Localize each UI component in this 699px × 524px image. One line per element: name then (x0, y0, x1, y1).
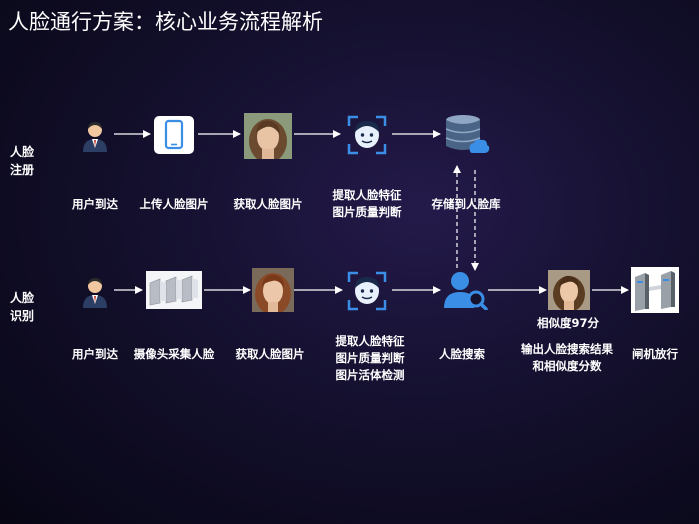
result-face-photo (548, 270, 590, 312)
caption-reg-get-photo: 获取人脸图片 (233, 197, 303, 211)
row-label-register-line2: 注册 (10, 163, 35, 177)
caption-reg-store: 存储到人脸库 (431, 197, 501, 211)
caption-rec-similarity: 相似度97分 (536, 316, 600, 330)
row-label-recognize-line2: 识别 (10, 309, 35, 323)
caption-reg-user-arrive: 用户到达 (72, 197, 118, 211)
caption-reg-extract-line1: 提取人脸特征 (332, 188, 402, 202)
row-label-recognize: 人脸 识别 (10, 289, 50, 325)
caption-reg-extract-line2: 图片质量判断 (332, 205, 402, 219)
caption-rec-gate: 闸机放行 (632, 347, 678, 361)
page-title: 人脸通行方案：核心业务流程解析 (8, 10, 323, 34)
caption-rec-extract-line2: 图片质量判断 (335, 351, 405, 365)
user-icon-recognize (80, 274, 110, 308)
database-cloud-icon (444, 113, 490, 157)
person-search-icon (444, 270, 488, 311)
row-label-recognize-line1: 人脸 (10, 291, 35, 305)
gate-icon (631, 267, 679, 313)
caption-rec-extract-line3: 图片活体检测 (335, 368, 405, 382)
caption-rec-user-arrive: 用户到达 (72, 347, 118, 361)
face-photo (244, 113, 292, 163)
caption-rec-extract-line1: 提取人脸特征 (335, 334, 405, 348)
face-scan-icon (347, 115, 387, 155)
caption-rec-extract: 提取人脸特征 图片质量判断 图片活体检测 (336, 333, 405, 384)
tablet-icon (153, 115, 195, 155)
caption-rec-camera-capture: 摄像头采集人脸 (133, 347, 215, 361)
caption-rec-output-line1: 输出人脸搜索结果 (521, 342, 613, 356)
caption-reg-extract: 提取人脸特征 图片质量判断 (333, 187, 402, 221)
caption-rec-output: 输出人脸搜索结果 和相似度分数 (521, 341, 613, 375)
caption-rec-output-line2: 和相似度分数 (532, 359, 602, 373)
caption-reg-upload-photo: 上传人脸图片 (139, 197, 209, 211)
face-scan-icon-recognize (347, 271, 387, 311)
row-label-register-line1: 人脸 (10, 145, 35, 159)
row-label-register: 人脸 注册 (10, 143, 50, 179)
face-photo-recognize (252, 268, 294, 315)
caption-rec-search: 人脸搜索 (439, 347, 485, 361)
turnstile-gate-photo (146, 271, 202, 309)
user-icon (80, 118, 110, 152)
caption-rec-get-photo: 获取人脸图片 (235, 347, 305, 361)
